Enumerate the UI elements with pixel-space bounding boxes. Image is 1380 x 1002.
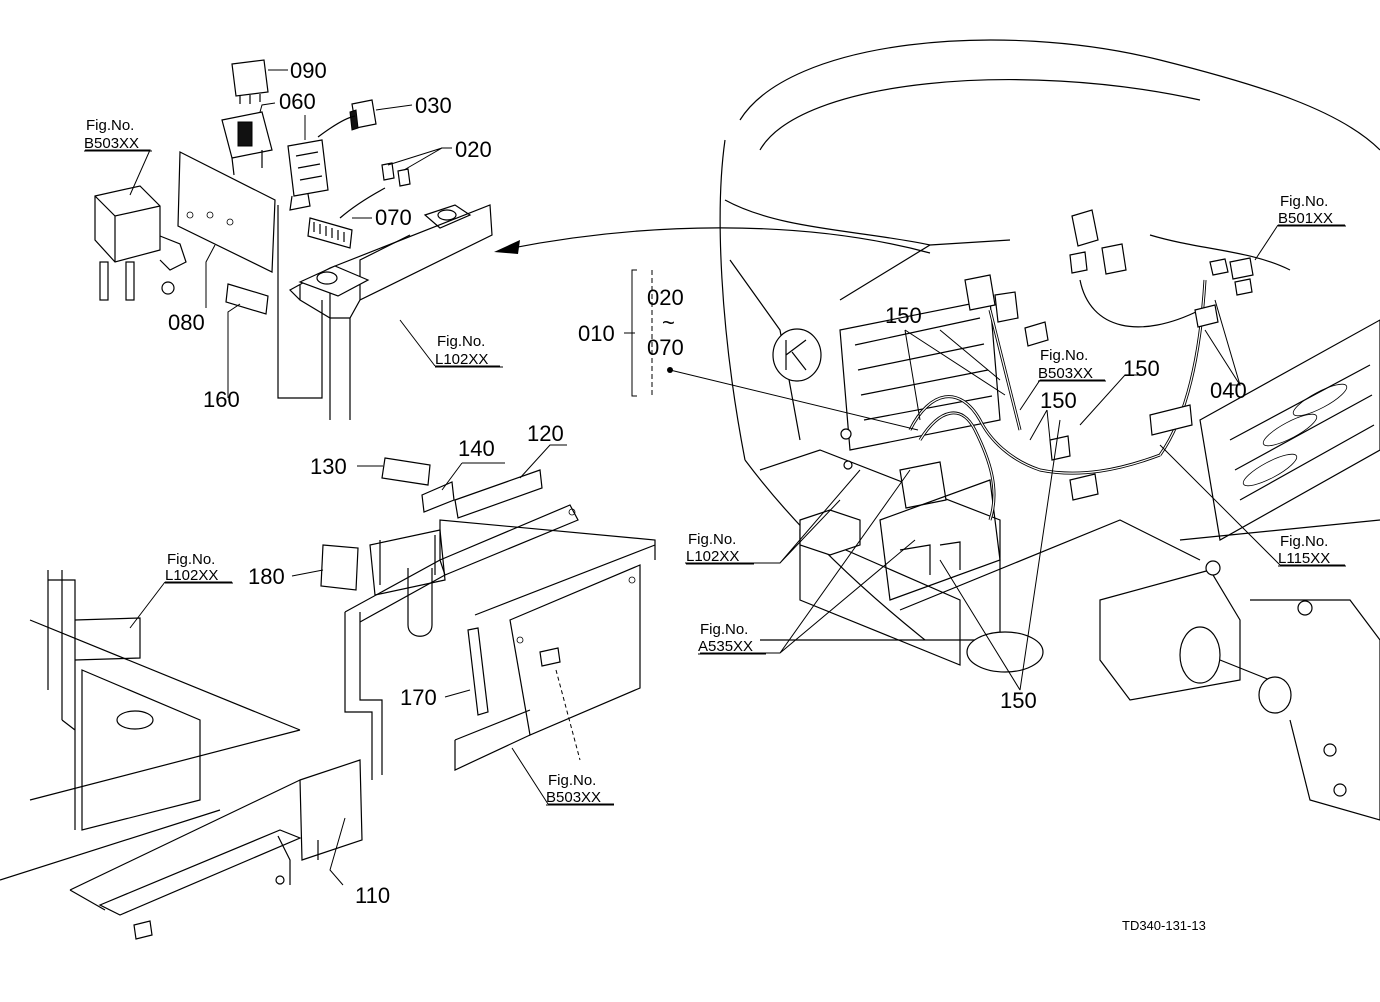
part-range-separator: ~ [662, 310, 675, 335]
fig-ref-caption: Fig.No. [86, 117, 134, 134]
fig-ref-caption: Fig.No. [700, 621, 748, 638]
part-label-150-bottom: 150 [1000, 688, 1037, 713]
fig-ref-a535: A535XX [698, 638, 753, 655]
part-label-090: 090 [290, 58, 327, 83]
part-label-030: 030 [415, 93, 452, 118]
fig-ref-b503-lower: B503XX [546, 789, 601, 806]
fig-ref-caption: Fig.No. [1280, 533, 1328, 550]
part-label-150-right: 150 [1123, 356, 1160, 381]
part-label-180: 180 [248, 564, 285, 589]
fig-ref-caption: Fig.No. [167, 551, 215, 568]
part-label-160: 160 [203, 387, 240, 412]
part-label-080: 080 [168, 310, 205, 335]
part-label-110: 110 [355, 883, 390, 908]
fig-ref-caption: Fig.No. [1040, 347, 1088, 364]
part-label-040: 040 [1210, 378, 1247, 403]
fig-ref-l102-lower-left: L102XX [165, 567, 218, 584]
fig-ref-l102-right: L102XX [686, 548, 739, 565]
tractor-front-view [719, 39, 1380, 821]
fig-ref-caption: Fig.No. [548, 772, 596, 789]
transfer-arrow [494, 227, 931, 254]
part-label-150-center: 150 [1040, 388, 1077, 413]
part-number-labels: 090 060 030 020 070 080 160 130 140 120 … [168, 58, 1247, 908]
fig-ref-b501: B501XX [1278, 210, 1333, 227]
fig-ref-l115: L115XX [1278, 550, 1330, 567]
part-label-170: 170 [400, 685, 437, 710]
part-label-060: 060 [279, 89, 316, 114]
part-label-130: 130 [310, 454, 347, 479]
figure-reference-labels: Fig.No. B503XX Fig.No. L102XX Fig.No. B5… [84, 117, 1346, 806]
fig-ref-b503-right: B503XX [1038, 365, 1093, 382]
fuse-board-assembly [94, 59, 493, 420]
part-range-start: 020 [647, 285, 684, 310]
leader-lines [85, 69, 1345, 886]
part-label-010: 010 [578, 321, 615, 346]
part-label-150-top: 150 [885, 303, 922, 328]
fig-ref-caption: Fig.No. [688, 531, 736, 548]
part-range-end: 070 [647, 335, 684, 360]
part-label-120: 120 [527, 421, 564, 446]
fig-ref-caption: Fig.No. [1280, 193, 1328, 210]
part-label-020: 020 [455, 137, 492, 162]
fig-ref-caption: Fig.No. [437, 333, 485, 350]
fig-ref-b503-top-left: B503XX [84, 135, 139, 152]
bracket-assembly [0, 457, 656, 940]
drawing-code: TD340-131-13 [1122, 918, 1206, 933]
part-label-140: 140 [458, 436, 495, 461]
fig-ref-l102-upper: L102XX [435, 351, 488, 368]
part-label-070: 070 [375, 205, 412, 230]
